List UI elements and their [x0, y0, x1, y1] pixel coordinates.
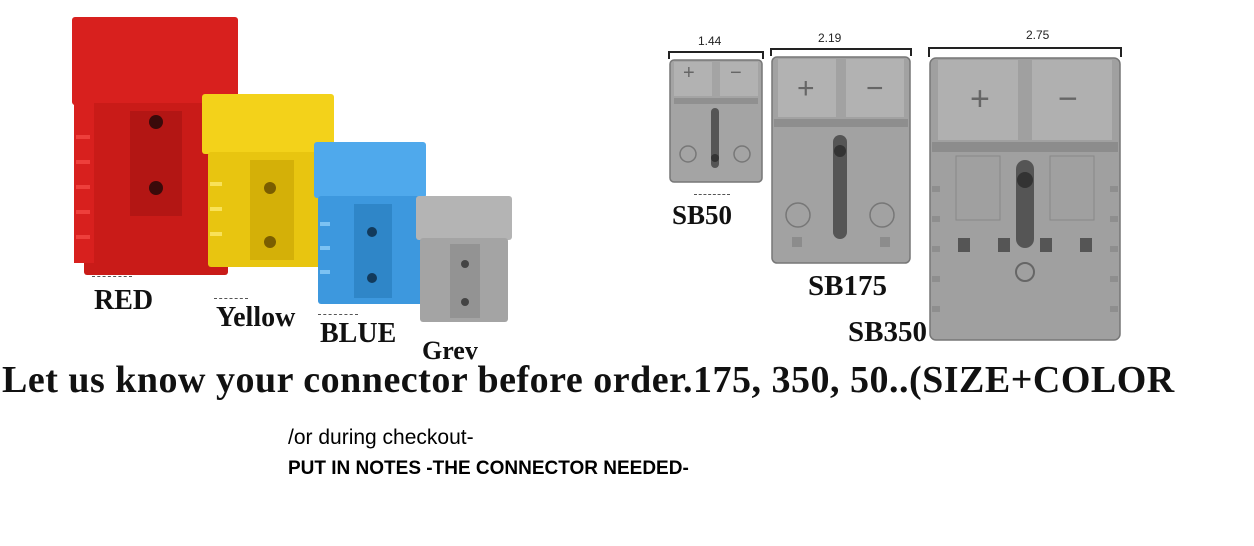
yellow-label: Yellow: [216, 302, 296, 333]
sb175-dimension-bracket: [770, 48, 912, 56]
sb50-plus-sign: +: [683, 62, 695, 84]
sb50-dimension-bracket: [668, 51, 764, 59]
grey-label: Grev: [422, 336, 478, 365]
sb50-label-overline: [694, 194, 730, 195]
blue-label: BLUE: [320, 318, 397, 349]
sb350-label: SB350: [848, 316, 927, 348]
notes-line-1: /or during checkout-: [288, 426, 474, 449]
sb175-connector-image: [771, 56, 911, 264]
yellow-connector-image: [202, 94, 334, 267]
sb175-label: SB175: [808, 270, 887, 302]
sb350-dimension-bracket: [928, 47, 1122, 57]
sb175-plus-sign: +: [797, 72, 815, 105]
yellow-label-underline: [214, 298, 248, 299]
sb350-dimension: 2.75: [1026, 28, 1050, 42]
sb350-minus-sign: −: [1058, 80, 1078, 118]
red-label-underline: [92, 276, 132, 277]
sb350-plus-sign: +: [970, 80, 990, 118]
headline: Let us know your connector before order.…: [2, 359, 1175, 401]
grey-connector-image: [416, 196, 512, 322]
sb50-dimension: 1.44: [698, 34, 722, 48]
sb50-minus-sign: −: [730, 62, 742, 84]
blue-connector-image: [314, 142, 426, 304]
notes-line-2: PUT IN NOTES -THE CONNECTOR NEEDED-: [288, 458, 689, 479]
blue-label-underline: [318, 314, 358, 315]
sb50-connector-image: [669, 59, 763, 183]
sb50-label: SB50: [672, 200, 733, 230]
sb350-connector-image: [929, 57, 1121, 341]
sb175-dimension: 2.19: [818, 31, 842, 45]
sb175-minus-sign: −: [866, 72, 884, 105]
red-label: RED: [94, 285, 154, 316]
